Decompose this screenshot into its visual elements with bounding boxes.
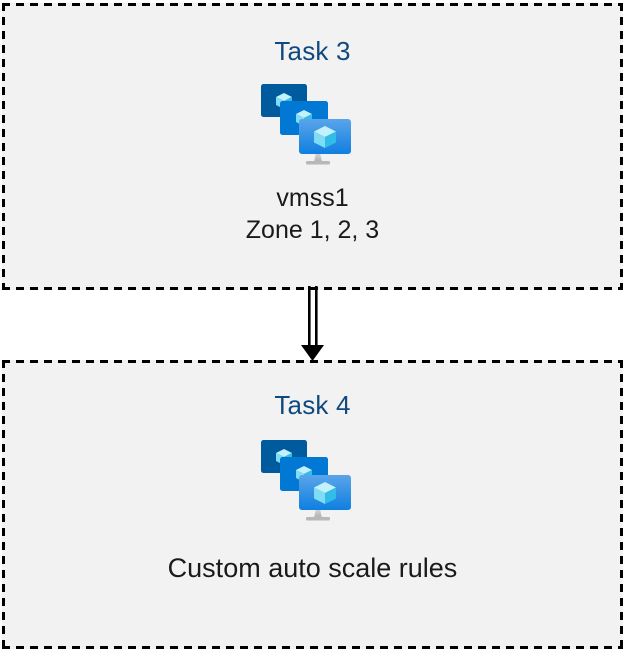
- double-line-arrow-icon: [301, 286, 324, 361]
- vm-scale-set-icon-svg: [260, 440, 351, 521]
- caption-line-autoscale-rules: Custom auto scale rules: [167, 553, 458, 583]
- connector-arrow-task3-to-task4: [290, 286, 338, 364]
- task-title-task4: Task 4: [274, 390, 351, 420]
- caption-block-task4: Custom auto scale rules: [168, 552, 458, 584]
- caption-block-task3: vmss1 Zone 1, 2, 3: [246, 182, 379, 246]
- caption-line-vmss-name: vmss1: [276, 184, 349, 212]
- vm-scale-set-icon: [258, 436, 368, 526]
- task-panel-task4: Task 4: [2, 360, 623, 649]
- task-panel-task3: Task 3: [2, 3, 623, 290]
- caption-line-zones: Zone 1, 2, 3: [245, 216, 380, 244]
- vm-scale-set-icon: [258, 80, 368, 170]
- task-title-task3: Task 3: [274, 36, 351, 66]
- vm-scale-set-icon-svg: [260, 84, 351, 165]
